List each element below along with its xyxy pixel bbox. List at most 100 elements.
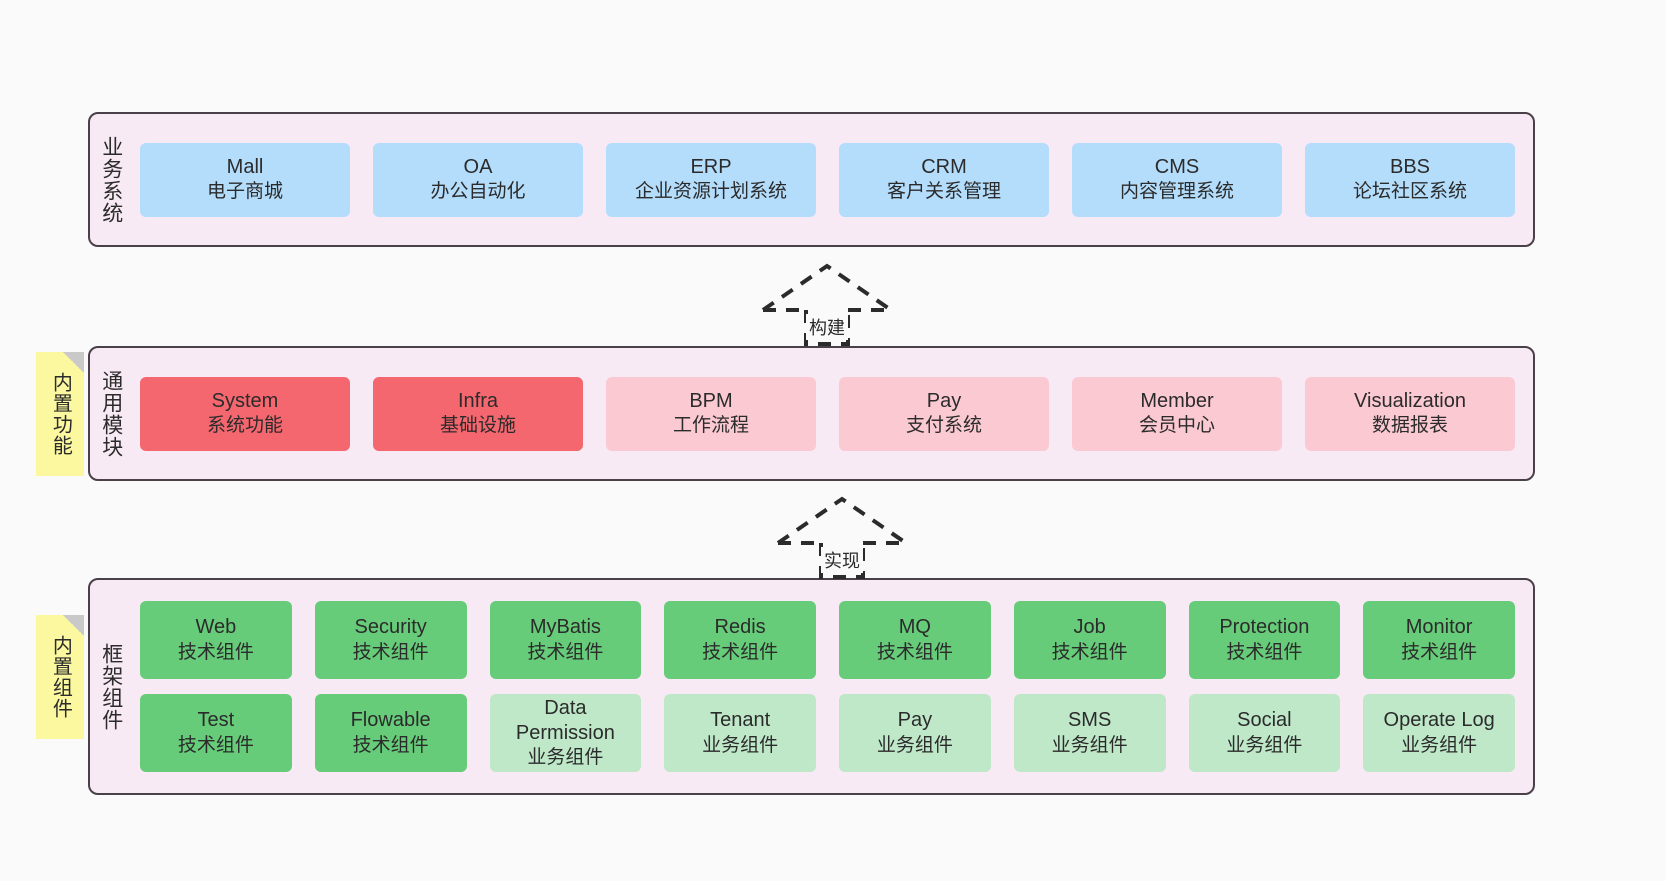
- card-subtitle: 技术组件: [352, 734, 429, 756]
- card-erp[interactable]: ERP 企业资源计划系统: [606, 142, 816, 217]
- layer-business-systems: 业务系统 Mall 电子商城 OA 办公自动化 ERP 企业资源计划系统 CRM…: [88, 112, 1535, 247]
- card-row: System 系统功能 Infra 基础设施 BPM 工作流程 Pay 支付系统…: [140, 376, 1515, 451]
- card-redis[interactable]: Redis 技术组件: [664, 601, 816, 679]
- card-title: Flowable: [350, 709, 431, 732]
- card-test[interactable]: Test 技术组件: [140, 694, 292, 772]
- card-row: Mall 电子商城 OA 办公自动化 ERP 企业资源计划系统 CRM 客户关系…: [140, 142, 1515, 217]
- card-title: ERP: [690, 155, 732, 178]
- card-subtitle: 会员中心: [1138, 415, 1215, 437]
- card-bpm[interactable]: BPM 工作流程: [606, 376, 816, 451]
- card-protection[interactable]: Protection 技术组件: [1188, 601, 1341, 679]
- card-subtitle: 电子商城: [206, 181, 283, 203]
- card-title: Job: [1073, 616, 1106, 639]
- card-job[interactable]: Job 技术组件: [1013, 601, 1166, 679]
- card-subtitle: 业务组件: [1401, 734, 1478, 756]
- card-row-tech: Web 技术组件 Security 技术组件 MyBatis 技术组件 Redi…: [140, 601, 1515, 679]
- card-subtitle: 业务组件: [527, 747, 604, 769]
- card-web[interactable]: Web 技术组件: [140, 601, 292, 679]
- card-title: Protection: [1219, 616, 1310, 639]
- connector-label-build: 构建: [806, 314, 848, 340]
- card-title: Monitor: [1405, 616, 1473, 639]
- card-mq[interactable]: MQ 技术组件: [839, 601, 991, 679]
- card-title: Mall: [226, 155, 264, 178]
- card-row-business: Test 技术组件 Flowable 技术组件 Data Permission …: [140, 694, 1515, 772]
- layer-body-common-modules: System 系统功能 Infra 基础设施 BPM 工作流程 Pay 支付系统…: [132, 348, 1533, 479]
- card-security[interactable]: Security 技术组件: [314, 601, 467, 679]
- card-title: Web: [195, 616, 237, 639]
- card-flowable[interactable]: Flowable 技术组件: [314, 694, 467, 772]
- card-bbs[interactable]: BBS 论坛社区系统: [1305, 142, 1515, 217]
- card-subtitle: 论坛社区系统: [1352, 181, 1467, 203]
- layer-framework-components: 框架组件 Web 技术组件 Security 技术组件 MyBatis 技术组件…: [88, 578, 1535, 795]
- card-data-permission[interactable]: Data Permission 业务组件: [489, 694, 642, 772]
- card-title: Data Permission: [515, 696, 615, 745]
- card-subtitle: 技术组件: [352, 641, 429, 663]
- card-title: Security: [354, 616, 427, 639]
- layer-common-modules: 通用模块 System 系统功能 Infra 基础设施 BPM 工作流程 Pay…: [88, 346, 1535, 481]
- card-title: Social: [1237, 709, 1292, 732]
- card-title: Operate Log: [1383, 709, 1495, 732]
- card-mall[interactable]: Mall 电子商城: [140, 142, 350, 217]
- card-title: Test: [197, 709, 235, 732]
- card-title: Tenant: [710, 709, 771, 732]
- card-title: Member: [1140, 389, 1214, 412]
- card-subtitle: 业务组件: [1226, 734, 1303, 756]
- card-subtitle: 数据报表: [1371, 415, 1448, 437]
- card-pay-component[interactable]: Pay 业务组件: [839, 694, 991, 772]
- sticky-note-label: 内置组件: [49, 635, 72, 719]
- card-subtitle: 技术组件: [1226, 641, 1303, 663]
- card-subtitle: 系统功能: [206, 415, 283, 437]
- card-title: BPM: [689, 389, 733, 412]
- card-title: MyBatis: [529, 616, 601, 639]
- arrowhead-path: [776, 496, 908, 545]
- card-subtitle: 业务组件: [876, 734, 953, 756]
- card-title: BBS: [1389, 155, 1431, 178]
- layer-title-framework-components: 框架组件: [99, 642, 123, 731]
- sticky-note-builtin-features: 内置功能: [36, 352, 84, 476]
- card-subtitle: 工作流程: [672, 415, 749, 437]
- arrowhead-path: [761, 263, 893, 312]
- card-title: MQ: [898, 616, 931, 639]
- card-subtitle: 办公自动化: [430, 181, 526, 203]
- layer-body-framework-components: Web 技术组件 Security 技术组件 MyBatis 技术组件 Redi…: [132, 580, 1533, 793]
- card-title: SMS: [1067, 709, 1112, 732]
- card-subtitle: 客户关系管理: [886, 181, 1001, 203]
- card-sms[interactable]: SMS 业务组件: [1013, 694, 1166, 772]
- card-mybatis[interactable]: MyBatis 技术组件: [489, 601, 642, 679]
- card-subtitle: 技术组件: [177, 641, 254, 663]
- card-subtitle: 业务组件: [702, 734, 779, 756]
- card-visualization[interactable]: Visualization 数据报表: [1305, 376, 1515, 451]
- arrow-shaft: [819, 543, 865, 579]
- card-title: Redis: [714, 616, 766, 639]
- card-pay-module[interactable]: Pay 支付系统: [839, 376, 1049, 451]
- card-subtitle: 基础设施: [439, 415, 516, 437]
- card-oa[interactable]: OA 办公自动化: [373, 142, 583, 217]
- layer-title-business-systems: 业务系统: [99, 135, 123, 224]
- card-subtitle: 技术组件: [702, 641, 779, 663]
- card-title: Visualization: [1354, 389, 1466, 412]
- card-title: Pay: [926, 389, 962, 412]
- card-title: CMS: [1154, 155, 1200, 178]
- card-subtitle: 内容管理系统: [1119, 181, 1234, 203]
- card-cms[interactable]: CMS 内容管理系统: [1072, 142, 1282, 217]
- card-subtitle: 技术组件: [1401, 641, 1478, 663]
- card-subtitle: 支付系统: [905, 415, 982, 437]
- card-title: CRM: [921, 155, 967, 178]
- connector-label-implement: 实现: [821, 547, 863, 573]
- card-title: System: [211, 389, 279, 412]
- card-operate-log[interactable]: Operate Log 业务组件: [1363, 694, 1515, 772]
- arrow-shaft: [804, 310, 850, 346]
- card-crm[interactable]: CRM 客户关系管理: [839, 142, 1049, 217]
- card-member[interactable]: Member 会员中心: [1072, 376, 1282, 451]
- card-system[interactable]: System 系统功能: [140, 376, 350, 451]
- card-tenant[interactable]: Tenant 业务组件: [664, 694, 816, 772]
- card-subtitle: 技术组件: [876, 641, 953, 663]
- fold-corner-icon: [63, 615, 84, 636]
- card-subtitle: 业务组件: [1051, 734, 1128, 756]
- card-social[interactable]: Social 业务组件: [1188, 694, 1341, 772]
- card-infra[interactable]: Infra 基础设施: [373, 376, 583, 451]
- sticky-note-label: 内置功能: [49, 372, 72, 456]
- card-monitor[interactable]: Monitor 技术组件: [1363, 601, 1515, 679]
- card-subtitle: 技术组件: [1051, 641, 1128, 663]
